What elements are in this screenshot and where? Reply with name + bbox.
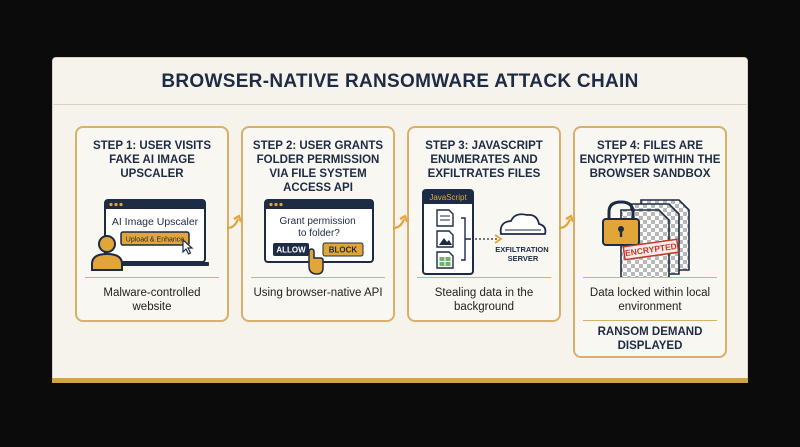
- title-divider: [52, 104, 748, 105]
- cloud-server-icon: [499, 213, 547, 235]
- javascript-panel-header: [423, 190, 473, 204]
- spreadsheet-file-icon: [436, 251, 454, 269]
- upload-enhance-label: Upload & Enhance: [126, 237, 184, 244]
- allow-label: ALLOW: [276, 246, 306, 255]
- step-2-divider: [251, 277, 385, 278]
- step-4-ransom-divider: [583, 320, 717, 321]
- padlock-shackle: [607, 200, 635, 220]
- step-1-window-title: AI Image Upscaler: [112, 216, 199, 228]
- step-4-divider: [583, 277, 717, 278]
- step-2-illustration: Grant permission to folder? ALLOW BLOCK: [264, 199, 374, 275]
- step-3-title: STEP 3: JAVASCRIPT ENUMERATES AND EXFILT…: [425, 140, 543, 180]
- step-1-title: STEP 1: USER VISITS FAKE AI IMAGE UPSCAL…: [92, 140, 211, 180]
- arrow-right-icon: [558, 214, 575, 230]
- step-2-title: STEP 2: USER GRANTS FOLDER PERMISSION VI…: [252, 140, 384, 194]
- diagram-title: BROWSER-NATIVE RANSOMWARE ATTACK CHAIN: [161, 71, 639, 92]
- block-button: [322, 242, 364, 257]
- mouse-cursor-icon: [182, 238, 194, 255]
- step-1-illustration: AI Image Upscaler Upload & Enhance: [91, 199, 209, 271]
- browser-titlebar: [105, 200, 205, 209]
- javascript-label: JavaScript: [429, 193, 467, 202]
- step-3-divider: [417, 277, 551, 278]
- ransom-demand-label: RANSOM DEMAND DISPLAYED: [597, 326, 703, 352]
- laptop-base-icon: [101, 262, 209, 266]
- exfiltration-server-label: EXFILTRATION SERVER: [495, 245, 551, 263]
- document-file-icon: [436, 209, 454, 227]
- block-label: BLOCK: [329, 246, 358, 255]
- step-4-illustration: ENCRYPTED: [602, 199, 690, 278]
- file-bracket: [461, 217, 471, 261]
- step-3-card: STEP 3: JAVASCRIPT ENUMERATES AND EXFILT…: [407, 126, 561, 322]
- step-4-card: STEP 4: FILES ARE ENCRYPTED WITHIN THE B…: [573, 126, 727, 358]
- data-stream-arrow: [494, 234, 503, 244]
- step-4-title: STEP 4: FILES ARE ENCRYPTED WITHIN THE B…: [579, 140, 721, 180]
- user-body-icon: [91, 252, 123, 271]
- arrow-right-icon: [226, 214, 243, 230]
- step-2-caption: Using browser-native API: [253, 287, 383, 299]
- permission-prompt: Grant permission to folder?: [280, 216, 359, 239]
- dialog-titlebar: [265, 200, 373, 209]
- step-1-card: STEP 1: USER VISITS FAKE AI IMAGE UPSCAL…: [75, 126, 229, 322]
- step-1-caption: Malware-controlled website: [103, 287, 201, 313]
- allow-button: [273, 243, 309, 256]
- step-4-caption: Data locked within local environment: [589, 287, 711, 313]
- panel-bottom-accent: [52, 378, 748, 383]
- step-2-card: STEP 2: USER GRANTS FOLDER PERMISSION VI…: [241, 126, 395, 322]
- image-file-icon: [436, 230, 454, 248]
- user-head-icon: [98, 235, 116, 253]
- pointing-hand-icon: [308, 248, 324, 275]
- step-3-caption: Stealing data in the background: [434, 287, 534, 313]
- step-3-illustration: JavaScript EXFILTRATION SERVER: [422, 189, 551, 275]
- step-1-divider: [85, 277, 219, 278]
- encrypted-stamp: [622, 238, 680, 261]
- arrow-right-icon: [392, 214, 409, 230]
- upload-enhance-button: [120, 231, 190, 246]
